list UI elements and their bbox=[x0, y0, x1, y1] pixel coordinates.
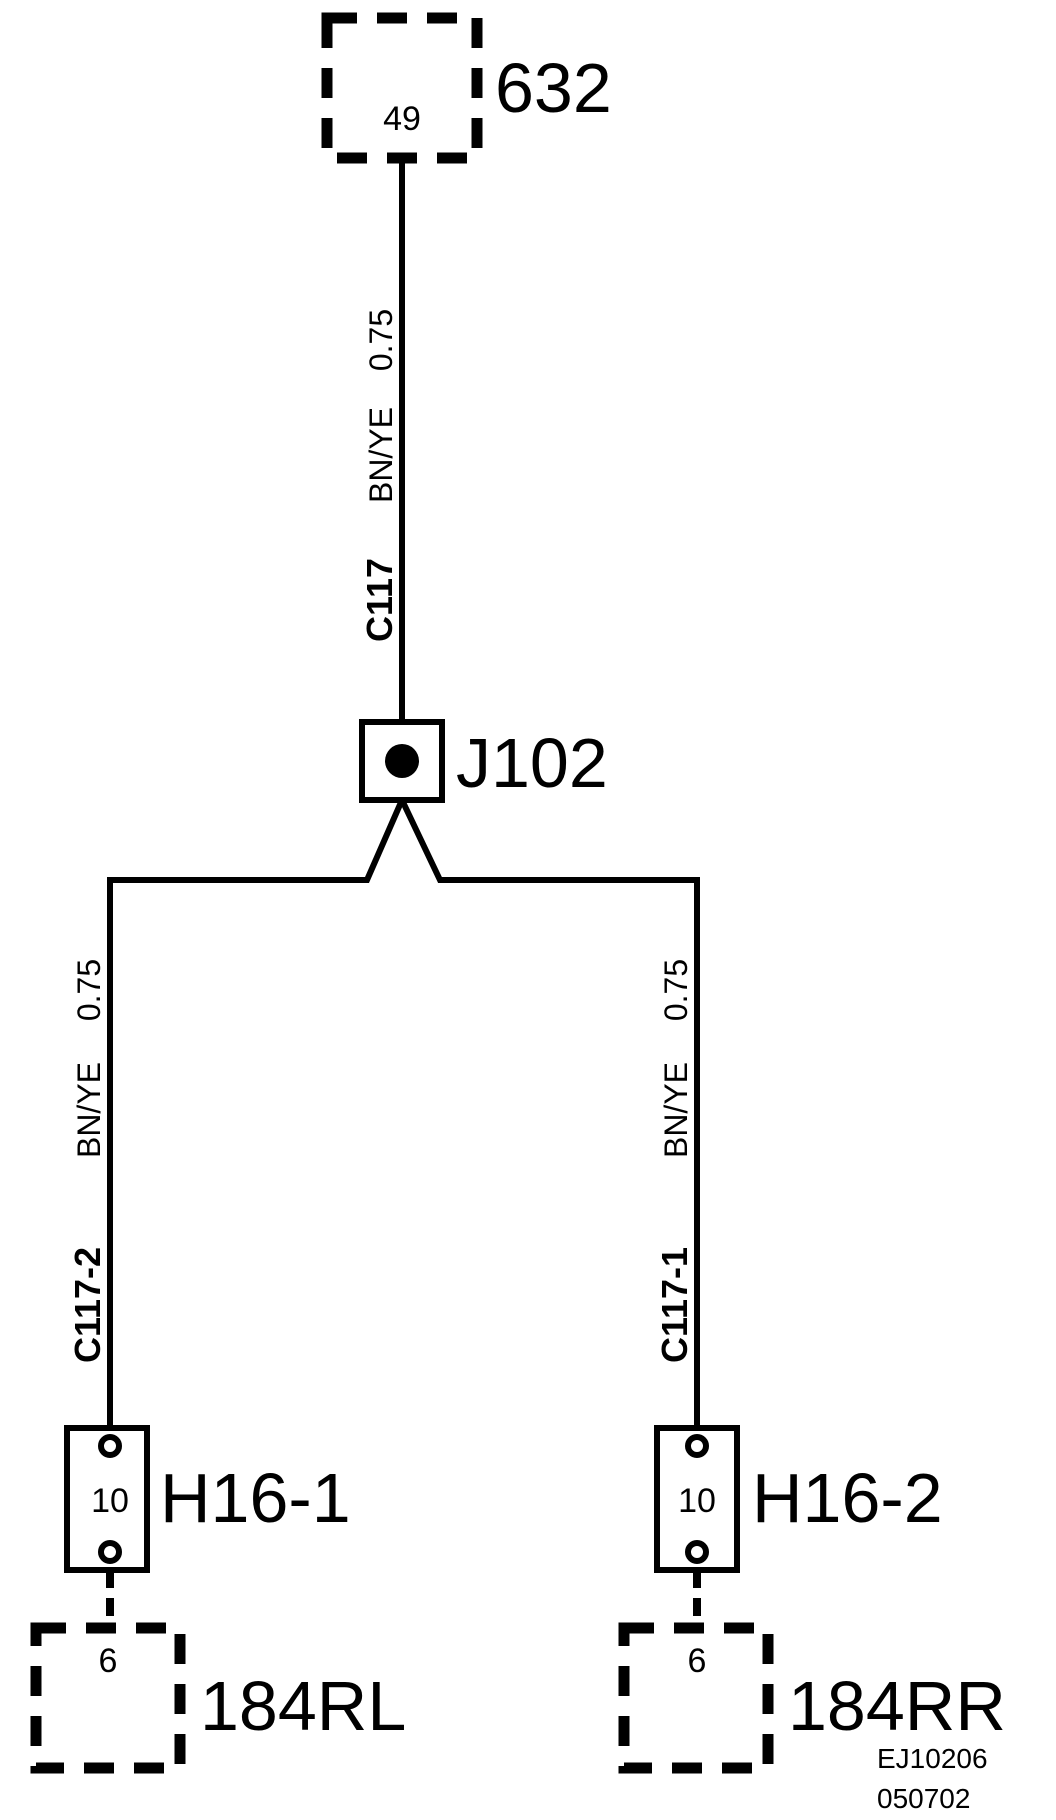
wire-c117-2-color: BN/YE bbox=[71, 1062, 107, 1158]
splice-j102: J102 bbox=[359, 719, 608, 803]
wire-c117-circuit: C117 bbox=[359, 558, 400, 642]
fuse-h16-2-label: H16-2 bbox=[752, 1459, 943, 1537]
splice-j102-dot bbox=[385, 744, 419, 778]
fuse-h16-2-value: 10 bbox=[678, 1482, 716, 1520]
wire-c117-2-size: 0.75 bbox=[71, 959, 107, 1021]
fuse-h16-2: 10 H16-2 bbox=[654, 1425, 943, 1573]
wire-c117-1-size: 0.75 bbox=[658, 959, 694, 1021]
connector-184rl-outline bbox=[30, 1622, 186, 1774]
fuse-h16-2-terminal-bottom bbox=[685, 1540, 709, 1564]
drawing-code-2: 050702 bbox=[877, 1783, 970, 1814]
fuse-h16-2-terminal-top bbox=[685, 1434, 709, 1458]
connector-184rl-pin: 6 bbox=[99, 1642, 118, 1680]
wire-c117-1-color: BN/YE bbox=[658, 1062, 694, 1158]
connector-184rl: 6 184RL bbox=[30, 1622, 406, 1774]
connector-632-pin: 49 bbox=[383, 100, 421, 138]
wire-c117-color: BN/YE bbox=[363, 407, 399, 503]
fuse-h16-1-label: H16-1 bbox=[160, 1459, 351, 1537]
connector-632-label: 632 bbox=[495, 49, 612, 127]
drawing-code-1: EJ10206 bbox=[877, 1743, 988, 1774]
connector-184rr: 6 184RR bbox=[618, 1622, 1006, 1774]
wire-c117-2-path bbox=[107, 798, 405, 1440]
connector-184rr-label: 184RR bbox=[788, 1667, 1006, 1745]
connector-184rr-outline bbox=[618, 1622, 774, 1774]
fuse-h16-1-terminal-top bbox=[98, 1434, 122, 1458]
connector-184rl-label: 184RL bbox=[200, 1667, 406, 1745]
connector-184rr-pin: 6 bbox=[688, 1642, 707, 1680]
connector-632: 49 632 bbox=[321, 12, 612, 164]
wire-c117-size: 0.75 bbox=[363, 309, 399, 371]
wire-c117-1-path bbox=[399, 798, 700, 1440]
fuse-h16-1: 10 H16-1 bbox=[64, 1425, 351, 1573]
wire-c117-2-circuit: C117-2 bbox=[67, 1247, 108, 1363]
wire-c117-1-circuit: C117-1 bbox=[654, 1247, 695, 1363]
fuse-h16-1-value: 10 bbox=[91, 1482, 129, 1520]
fuse-h16-1-terminal-bottom bbox=[98, 1540, 122, 1564]
splice-j102-label: J102 bbox=[456, 724, 608, 802]
